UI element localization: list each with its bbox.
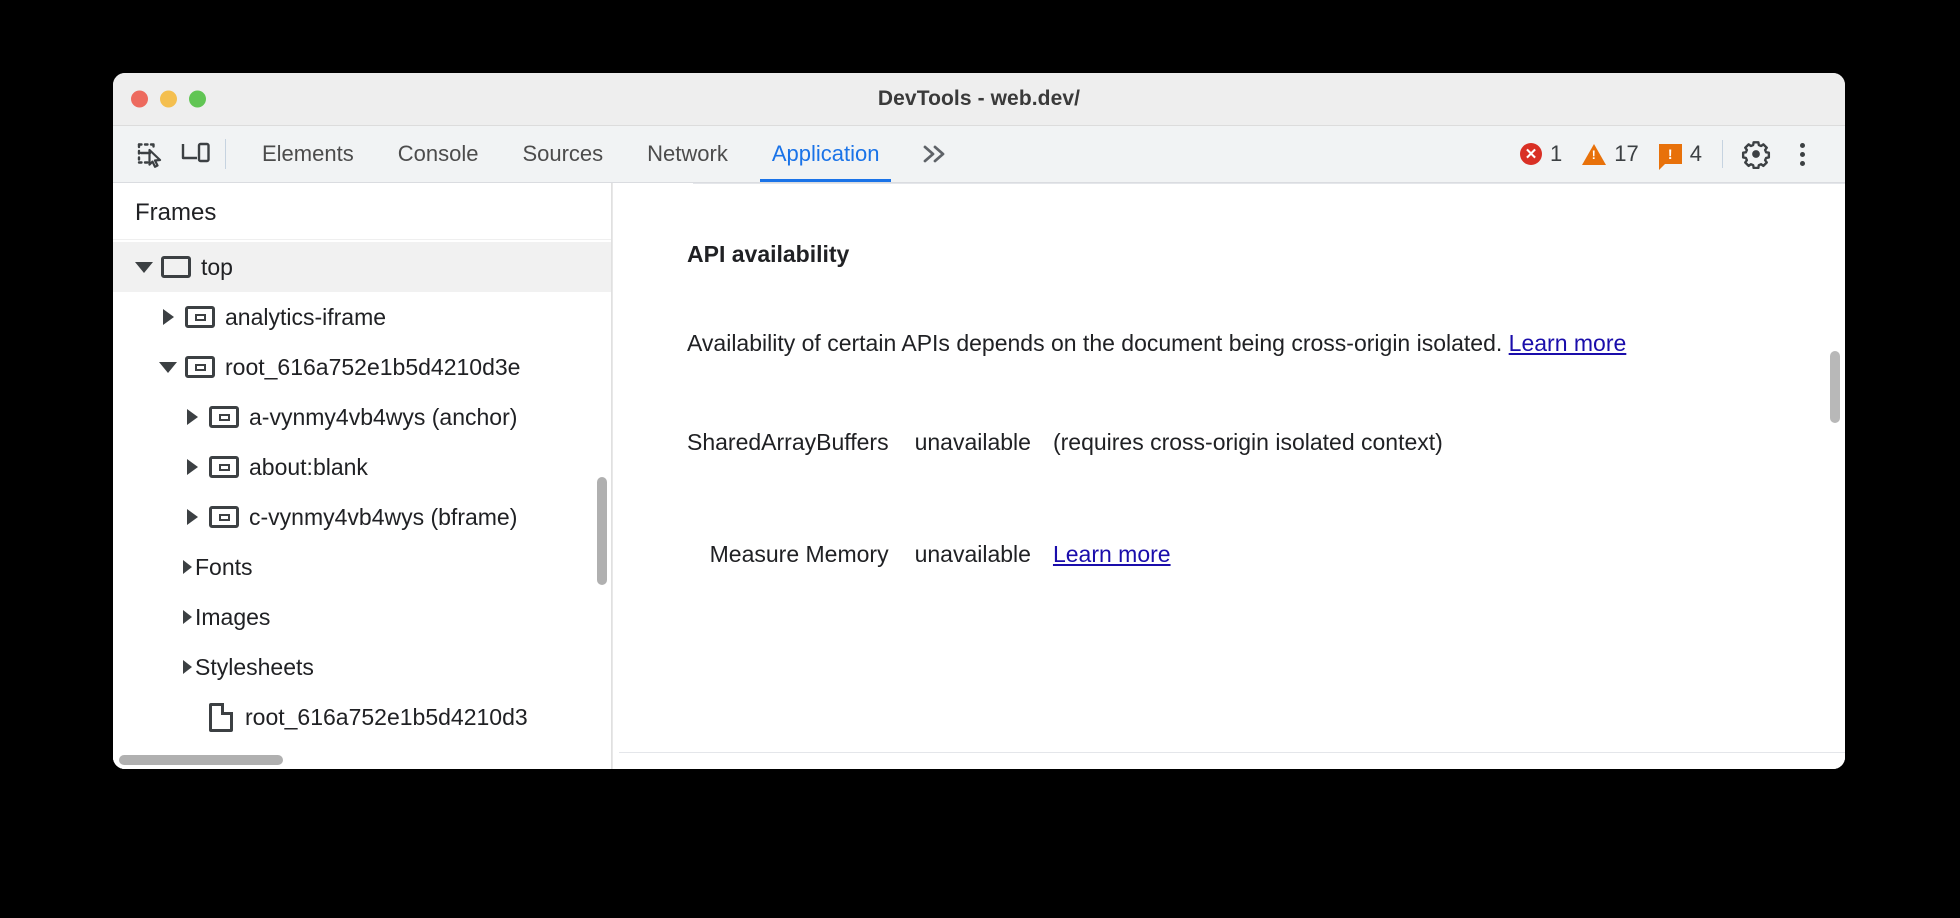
twisty-right-icon[interactable] <box>181 459 203 475</box>
tree-item-a-vynmy4vb4wys[interactable]: a-vynmy4vb4wys (anchor) <box>113 392 611 442</box>
close-window-button[interactable] <box>131 90 148 108</box>
error-counter[interactable]: ✕ 1 <box>1510 141 1572 167</box>
twisty-down-icon[interactable] <box>133 261 155 273</box>
toolbar-divider-right <box>1722 140 1723 168</box>
row-note-measure-memory: Learn more <box>1053 526 1815 638</box>
window-titlebar: DevTools - web.dev/ <box>113 73 1845 126</box>
frame-details-panel: API availability Availability of certain… <box>612 183 1845 769</box>
warning-counter[interactable]: 17 <box>1572 141 1648 167</box>
minimize-window-button[interactable] <box>160 90 177 108</box>
frame-icon <box>209 406 239 428</box>
api-availability-table: SharedArrayBuffers unavailable (requires… <box>687 414 1815 638</box>
panel-tabs: Elements Console Sources Network Applica… <box>240 126 965 182</box>
tree-item-label: root_616a752e1b5d4210d3e <box>225 353 521 380</box>
twisty-right-icon[interactable] <box>181 409 203 425</box>
tree-item-analytics-iframe[interactable]: analytics-iframe <box>113 292 611 342</box>
kebab-dot-2 <box>1799 151 1805 157</box>
main-vertical-scrollbar[interactable] <box>1830 351 1840 423</box>
tree-item-top[interactable]: top <box>113 242 611 292</box>
traffic-lights <box>131 90 206 108</box>
row-note-sharedarraybuffers: (requires cross-origin isolated context) <box>1052 429 1443 455</box>
tree-item-root-frame[interactable]: root_616a752e1b5d4210d3e <box>113 342 611 392</box>
twisty-down-icon[interactable] <box>157 361 179 373</box>
section-divider-top <box>693 183 1845 184</box>
frame-icon <box>185 306 215 328</box>
document-icon <box>209 702 233 732</box>
row-value-measure-memory: unavailable <box>914 541 1031 567</box>
tree-item-label: a-vynmy4vb4wys (anchor) <box>249 403 518 430</box>
learn-more-link-description[interactable]: Learn more <box>1508 330 1627 356</box>
tree-item-about-blank[interactable]: about:blank <box>113 442 611 492</box>
maximize-window-button[interactable] <box>189 90 206 108</box>
section-title-api-availability: API availability <box>687 241 850 267</box>
tab-console[interactable]: Console <box>397 141 479 166</box>
twisty-right-icon[interactable] <box>157 309 179 325</box>
kebab-dot-1 <box>1799 142 1805 148</box>
tab-sources[interactable]: Sources <box>522 141 604 166</box>
devtools-toolbar: Elements Console Sources Network Applica… <box>113 126 1845 183</box>
frame-icon <box>209 456 239 478</box>
sidebar-section-header: Frames <box>113 183 611 240</box>
issue-count: 4 <box>1689 141 1702 166</box>
kebab-menu-icon[interactable] <box>1779 131 1825 177</box>
frame-top-icon <box>161 256 191 278</box>
frame-icon <box>209 506 239 528</box>
tree-item-label: about:blank <box>249 453 368 480</box>
devtools-window: DevTools - web.dev/ El <box>113 73 1845 769</box>
warning-icon <box>1582 143 1607 165</box>
error-count: 1 <box>1550 141 1563 166</box>
warning-count: 17 <box>1614 141 1639 166</box>
device-toolbar-icon[interactable] <box>173 131 219 177</box>
table-row: SharedArrayBuffers unavailable (requires… <box>687 414 1815 526</box>
frame-details-content: API availability Availability of certain… <box>613 183 1845 769</box>
inspect-element-icon[interactable] <box>127 131 173 177</box>
tree-item-label: analytics-iframe <box>225 303 387 330</box>
description-text: Availability of certain APIs depends on … <box>687 330 1509 356</box>
error-icon: ✕ <box>1520 143 1543 165</box>
tab-application[interactable]: Application <box>750 126 902 182</box>
issue-icon: ! <box>1658 144 1682 170</box>
tree-item-label: c-vynmy4vb4wys (bframe) <box>249 503 518 530</box>
tree-item-label: top <box>201 253 233 280</box>
tree-item-c-vynmy4vb4wys[interactable]: c-vynmy4vb4wys (bframe) <box>113 492 611 542</box>
devtools-body: Frames top analytics-iframe root_616a752… <box>113 183 1845 769</box>
row-key-measure-memory: Measure Memory <box>709 541 889 567</box>
twisty-right-icon[interactable] <box>179 660 195 674</box>
tree-item-fonts[interactable]: Fonts <box>113 542 611 592</box>
twisty-right-icon[interactable] <box>179 610 195 624</box>
tree-item-label: root_616a752e1b5d4210d3 <box>245 703 528 730</box>
frame-icon <box>185 356 215 378</box>
toolbar-divider <box>225 139 226 169</box>
tab-elements[interactable]: Elements <box>262 141 354 166</box>
tree-item-root-document[interactable]: root_616a752e1b5d4210d3 <box>113 692 611 742</box>
gear-icon[interactable] <box>1733 131 1779 177</box>
twisty-right-icon[interactable] <box>179 560 195 574</box>
api-availability-description: Availability of certain APIs depends on … <box>687 308 1647 378</box>
tree-item-label: Stylesheets <box>195 653 314 680</box>
tab-network[interactable]: Network <box>647 141 728 166</box>
issue-counter[interactable]: ! 4 <box>1649 141 1712 170</box>
tree-item-label: Fonts <box>195 553 253 580</box>
tree-item-label: Images <box>195 603 271 630</box>
section-divider-bottom <box>619 752 1845 753</box>
window-title: DevTools - web.dev/ <box>877 87 1081 110</box>
kebab-dot-3 <box>1799 160 1805 166</box>
row-value-sharedarraybuffers: unavailable <box>914 429 1031 455</box>
sidebar-horizontal-scrollbar-track <box>113 751 611 769</box>
learn-more-link-measure-memory[interactable]: Learn more <box>1052 541 1171 567</box>
more-tabs-icon[interactable] <box>901 126 965 182</box>
frames-tree: top analytics-iframe root_616a752e1b5d42… <box>113 240 611 742</box>
application-sidebar: Frames top analytics-iframe root_616a752… <box>113 183 612 769</box>
tree-item-images[interactable]: Images <box>113 592 611 642</box>
row-key-sharedarraybuffers: SharedArrayBuffers <box>687 429 889 455</box>
sidebar-horizontal-scrollbar[interactable] <box>119 755 283 765</box>
twisty-right-icon[interactable] <box>181 509 203 525</box>
table-row: Measure Memory unavailable Learn more <box>687 526 1815 638</box>
tree-item-stylesheets[interactable]: Stylesheets <box>113 642 611 692</box>
sidebar-vertical-scrollbar[interactable] <box>597 477 607 585</box>
toolbar-status-group: ✕ 1 17 ! 4 <box>1510 131 1831 177</box>
